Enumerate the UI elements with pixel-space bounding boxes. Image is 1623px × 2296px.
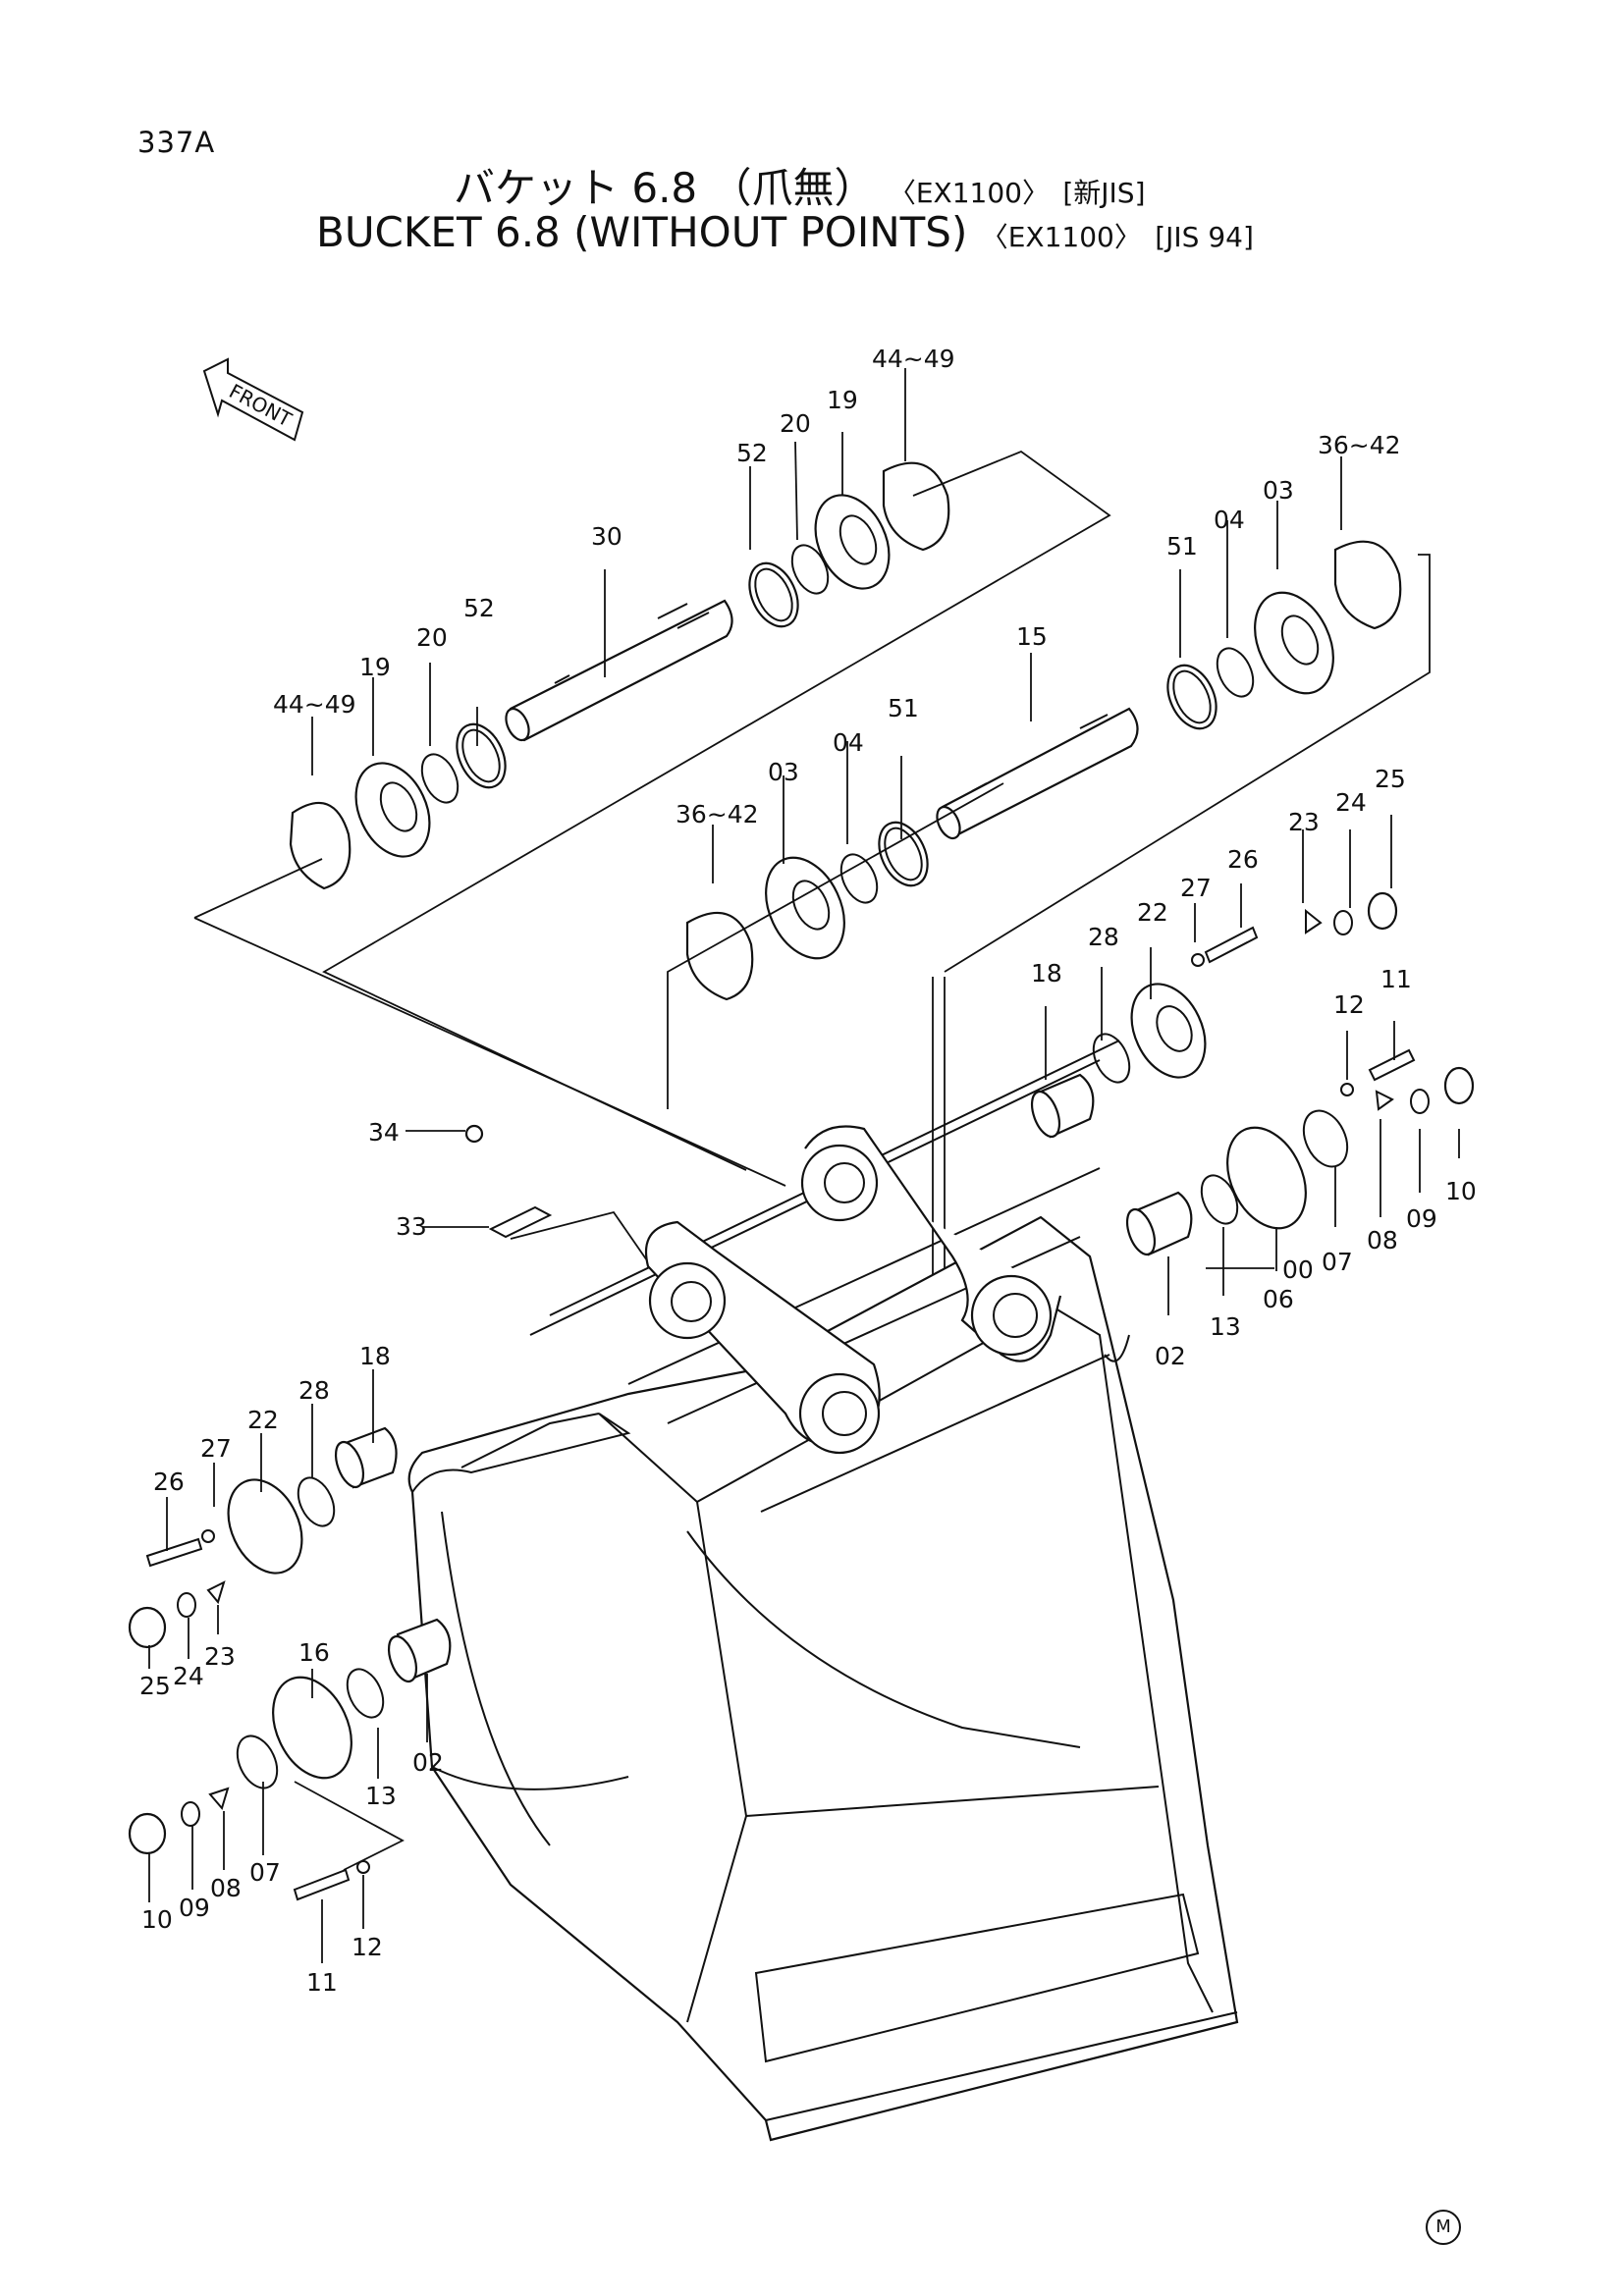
label-13-left: 13 (365, 1782, 397, 1810)
title-en-std: [JIS 94] (1155, 221, 1254, 253)
title-japanese: バケット 6.8 （爪無） 〈EX1100〉 [新JIS] (454, 155, 1146, 215)
label-08-left: 08 (210, 1874, 242, 1902)
label-25-right: 25 (1375, 765, 1406, 793)
label-09-left: 09 (179, 1894, 210, 1922)
label-26-right: 26 (1227, 845, 1259, 874)
title-en-main: BUCKET 6.8 (WITHOUT POINTS) (316, 208, 968, 256)
label-20-upper-left: 20 (416, 623, 448, 652)
label-44-49-upper-left: 44~49 (273, 690, 356, 719)
label-08-right: 08 (1367, 1226, 1398, 1255)
label-13-right: 13 (1210, 1312, 1241, 1341)
part-labels: 44~49 20 19 52 30 36~42 03 04 51 15 52 2… (139, 345, 1477, 1997)
label-03-left: 03 (768, 758, 799, 786)
label-36-42-right: 36~42 (1318, 431, 1401, 459)
label-11-left: 11 (306, 1968, 338, 1997)
label-09-right: 09 (1406, 1204, 1437, 1233)
label-12-right: 12 (1333, 990, 1365, 1019)
label-02-left: 02 (412, 1748, 444, 1777)
label-51-right: 51 (1166, 532, 1198, 561)
label-25-left: 25 (139, 1672, 171, 1700)
upper-pin-assembly (289, 461, 950, 890)
label-30: 30 (591, 522, 622, 551)
m-mark: M (1426, 2210, 1461, 2245)
label-12-left: 12 (352, 1933, 383, 1961)
label-10-left: 10 (141, 1905, 173, 1934)
label-51-left: 51 (888, 694, 919, 722)
label-02-right: 02 (1155, 1342, 1186, 1370)
label-15: 15 (1016, 622, 1048, 651)
label-22-right: 22 (1137, 898, 1168, 927)
title-jp-model: 〈EX1100〉 (888, 177, 1050, 209)
label-22-left: 22 (247, 1406, 279, 1434)
label-07-right: 07 (1322, 1248, 1353, 1276)
label-24-right: 24 (1335, 788, 1367, 817)
left-fittings (128, 1426, 452, 1901)
small-plate-33 (406, 1124, 553, 1239)
lower-pin-assembly (685, 540, 1402, 1001)
title-jp-main: バケット 6.8 （爪無） (454, 164, 876, 212)
bucket-body (407, 1040, 1239, 2142)
label-03-right: 03 (1263, 476, 1294, 505)
label-18-right: 18 (1031, 959, 1062, 988)
label-04-right: 04 (1214, 506, 1245, 534)
title-english: BUCKET 6.8 (WITHOUT POINTS) 〈EX1100〉 [JI… (316, 208, 1254, 256)
label-10-right: 10 (1445, 1177, 1477, 1205)
label-19-upper-right: 19 (827, 386, 858, 414)
label-26-left: 26 (153, 1468, 185, 1496)
label-23-right: 23 (1288, 808, 1320, 836)
front-label: FRONT (225, 379, 296, 432)
label-11-right: 11 (1380, 965, 1412, 993)
label-44-49-upper-right: 44~49 (872, 345, 955, 373)
label-18-left: 18 (359, 1342, 391, 1370)
label-33: 33 (396, 1212, 427, 1241)
label-27-right: 27 (1180, 874, 1212, 902)
label-00: 00 (1282, 1255, 1314, 1284)
label-06: 06 (1263, 1285, 1294, 1313)
label-16: 16 (298, 1638, 330, 1667)
label-34: 34 (368, 1118, 400, 1147)
label-52-upper-right: 52 (736, 439, 768, 467)
label-07-left: 07 (249, 1858, 281, 1887)
label-28-right: 28 (1088, 923, 1119, 951)
label-52-upper-left: 52 (463, 594, 495, 622)
label-20-upper-right: 20 (780, 409, 811, 438)
front-arrow-icon: FRONT (202, 357, 304, 442)
label-36-42-left: 36~42 (676, 800, 759, 828)
label-19-upper-left: 19 (359, 653, 391, 681)
label-27-left: 27 (200, 1434, 232, 1463)
label-28-left: 28 (298, 1376, 330, 1405)
label-leaders (148, 368, 1460, 1963)
label-24-left: 24 (173, 1662, 204, 1690)
title-jp-std: [新JIS] (1062, 177, 1146, 209)
title-en-model: 〈EX1100〉 (980, 221, 1142, 253)
page-number: 337A (137, 126, 216, 159)
right-fittings (1030, 891, 1475, 1256)
label-04-left: 04 (833, 728, 864, 757)
label-23-left: 23 (204, 1642, 236, 1671)
